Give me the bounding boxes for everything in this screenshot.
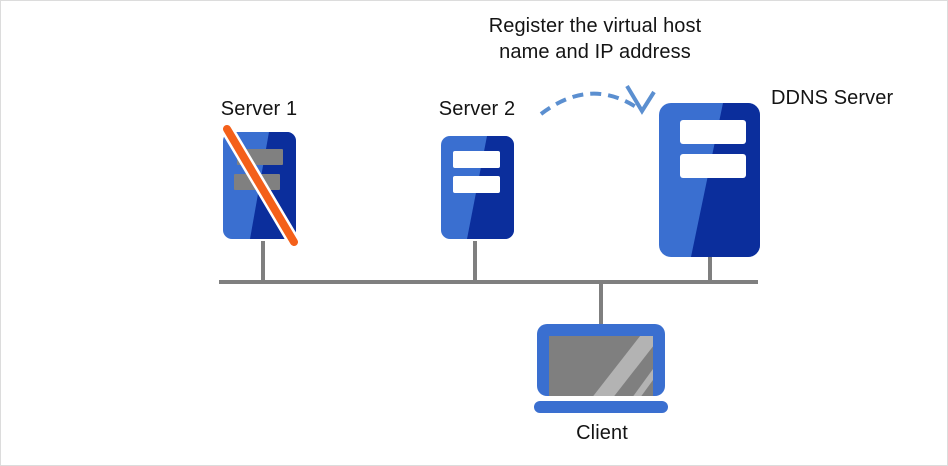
laptop-base (534, 401, 668, 413)
node-ddns-server[interactable] (659, 103, 760, 257)
register-arrow (539, 84, 656, 116)
arrow-head-icon (625, 84, 656, 115)
laptop-screen-glare (593, 336, 653, 396)
label-server2: Server 2 (438, 98, 516, 120)
register-annotation-text: Register the virtual host name and IP ad… (488, 15, 702, 63)
ddns-bar-top (680, 120, 746, 144)
label-ddns-server: DDNS Server (771, 87, 894, 109)
node-server2[interactable] (441, 136, 514, 239)
network-bus (219, 241, 758, 331)
label-server1: Server 1 (220, 98, 298, 120)
disabled-slash-icon (223, 125, 298, 246)
node-client[interactable] (534, 324, 677, 413)
label-client: Client (576, 422, 628, 444)
node-server1[interactable] (220, 122, 301, 249)
ddns-bar-bottom (680, 154, 746, 178)
server2-bar-top (453, 151, 500, 168)
server2-bar-bottom (453, 176, 500, 193)
